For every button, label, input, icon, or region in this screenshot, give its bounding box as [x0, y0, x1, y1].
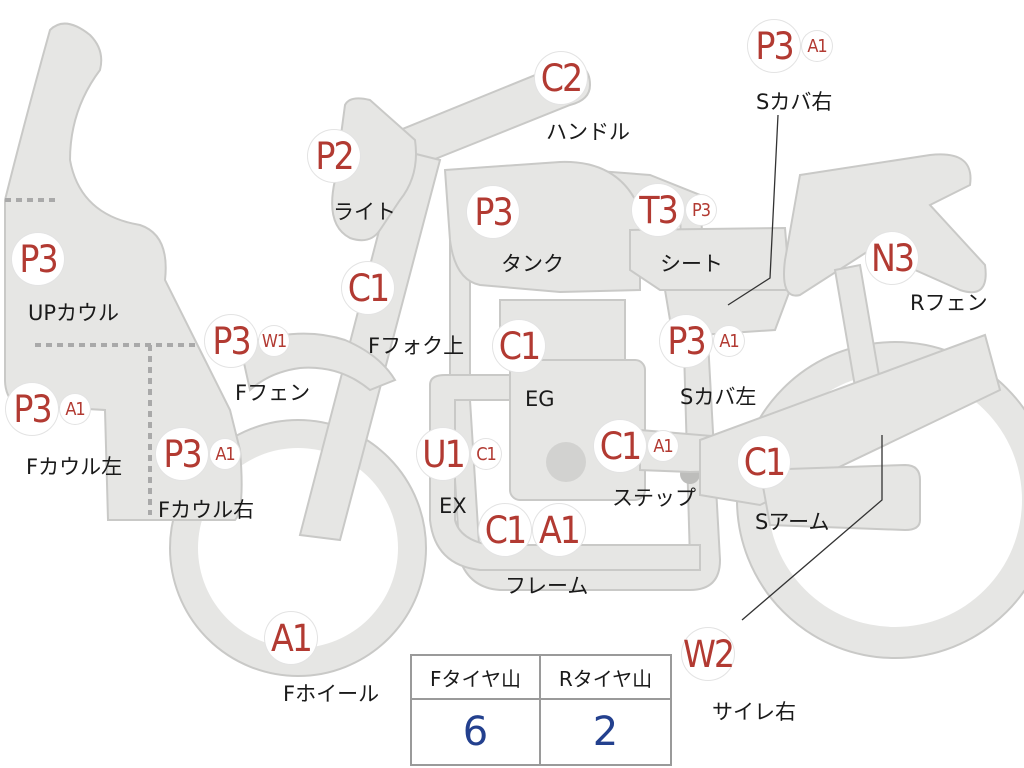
tire-tread-table: Fタイヤ山 Rタイヤ山 6 2	[410, 654, 672, 766]
value-rear-tire: 2	[592, 709, 619, 755]
code-badge: C2	[535, 52, 587, 104]
label-engine: EG	[525, 387, 555, 411]
tag-engine[interactable]: C1	[493, 320, 545, 372]
leader-silencer-right	[741, 435, 883, 621]
value-front-tire: 6	[412, 700, 541, 764]
code-badge: T3	[632, 184, 684, 236]
rear-fender-shape	[783, 153, 987, 297]
code-badge: P3	[6, 383, 58, 435]
cowl-divider-lines	[5, 198, 195, 515]
code-badge: P3	[748, 20, 800, 72]
tag-exhaust[interactable]: U1 C1	[417, 428, 501, 480]
tag-handle[interactable]: C2	[535, 52, 587, 104]
code-badge-sub: A1	[648, 431, 678, 461]
code-badge: W2	[682, 628, 735, 680]
label-f-cowl-right: Fカウル右	[158, 498, 255, 522]
exhaust-shape	[429, 374, 701, 571]
code-badge: C1	[738, 436, 790, 488]
code-badge: C1	[594, 420, 646, 472]
tag-s-cover-right[interactable]: P3 A1	[748, 20, 832, 72]
code-badge: U1	[417, 428, 469, 480]
code-badge: P3	[205, 315, 257, 367]
code-badge-sub: C1	[471, 439, 501, 469]
tag-silencer-right[interactable]: W2	[682, 628, 735, 680]
label-seat: シート	[660, 252, 723, 276]
label-light: ライト	[333, 200, 396, 224]
tag-f-cowl-left[interactable]: P3 A1	[6, 383, 90, 435]
header-front-tire: Fタイヤ山	[412, 656, 541, 700]
tag-s-cover-left[interactable]: P3 A1	[660, 315, 744, 367]
leader-s-cover-right	[727, 114, 779, 306]
code-badge-sub: A1	[60, 394, 90, 424]
tag-f-fender[interactable]: P3 W1	[205, 315, 289, 367]
label-f-cowl-left: Fカウル左	[26, 455, 123, 479]
label-s-cover-left: Sカバ左	[680, 385, 757, 409]
code-badge-sub: A1	[802, 31, 832, 61]
header-rear-tire: Rタイヤ山	[541, 656, 670, 700]
code-badge: C1	[493, 320, 545, 372]
code-badge-sub: W1	[259, 326, 289, 356]
code-badge: N3	[866, 232, 918, 284]
code-badge: P2	[308, 130, 360, 182]
code-badge: P3	[156, 428, 208, 480]
tag-f-fork-upper[interactable]: C1	[342, 262, 394, 314]
light-shape	[331, 97, 417, 242]
label-f-wheel: Fホイール	[283, 682, 380, 706]
cowl-shape	[4, 22, 243, 521]
tag-light[interactable]: P2	[308, 130, 360, 182]
label-f-fork-upper: Fフォク上	[368, 334, 465, 358]
label-s-cover-right: Sカバ右	[756, 90, 833, 114]
tag-f-wheel[interactable]: A1	[265, 612, 317, 664]
code-badge: P3	[467, 186, 519, 238]
code-badge: A1	[265, 612, 317, 664]
code-badge-sub: P3	[686, 195, 716, 225]
label-swing-arm: Sアーム	[755, 510, 830, 534]
label-handle: ハンドル	[546, 120, 630, 144]
code-badge-second: A1	[533, 504, 585, 556]
fork-shape	[298, 148, 442, 542]
label-exhaust: EX	[439, 494, 467, 518]
code-badge: C1	[479, 504, 531, 556]
label-silencer-right: サイレ右	[712, 700, 796, 724]
code-badge: C1	[342, 262, 394, 314]
label-tank: タンク	[501, 252, 564, 276]
label-r-fender: Rフェン	[910, 291, 988, 315]
tag-f-cowl-right[interactable]: P3 A1	[156, 428, 240, 480]
code-badge: P3	[660, 315, 712, 367]
silencer-shape	[758, 463, 921, 532]
label-frame: フレーム	[505, 574, 589, 598]
code-badge: P3	[12, 233, 64, 285]
tag-r-fender[interactable]: N3	[866, 232, 918, 284]
tag-up-cowl[interactable]: P3	[12, 233, 64, 285]
tag-seat[interactable]: T3 P3	[632, 184, 716, 236]
label-step: ステップ	[612, 486, 696, 510]
label-f-fender: Fフェン	[235, 381, 311, 405]
code-badge-sub: A1	[714, 326, 744, 356]
tag-tank[interactable]: P3	[467, 186, 519, 238]
tag-swing-arm[interactable]: C1	[738, 436, 790, 488]
tag-step[interactable]: C1 A1	[594, 420, 678, 472]
label-up-cowl: UPカウル	[28, 301, 120, 325]
code-badge-sub: A1	[210, 439, 240, 469]
tag-frame[interactable]: C1 A1	[479, 504, 585, 556]
